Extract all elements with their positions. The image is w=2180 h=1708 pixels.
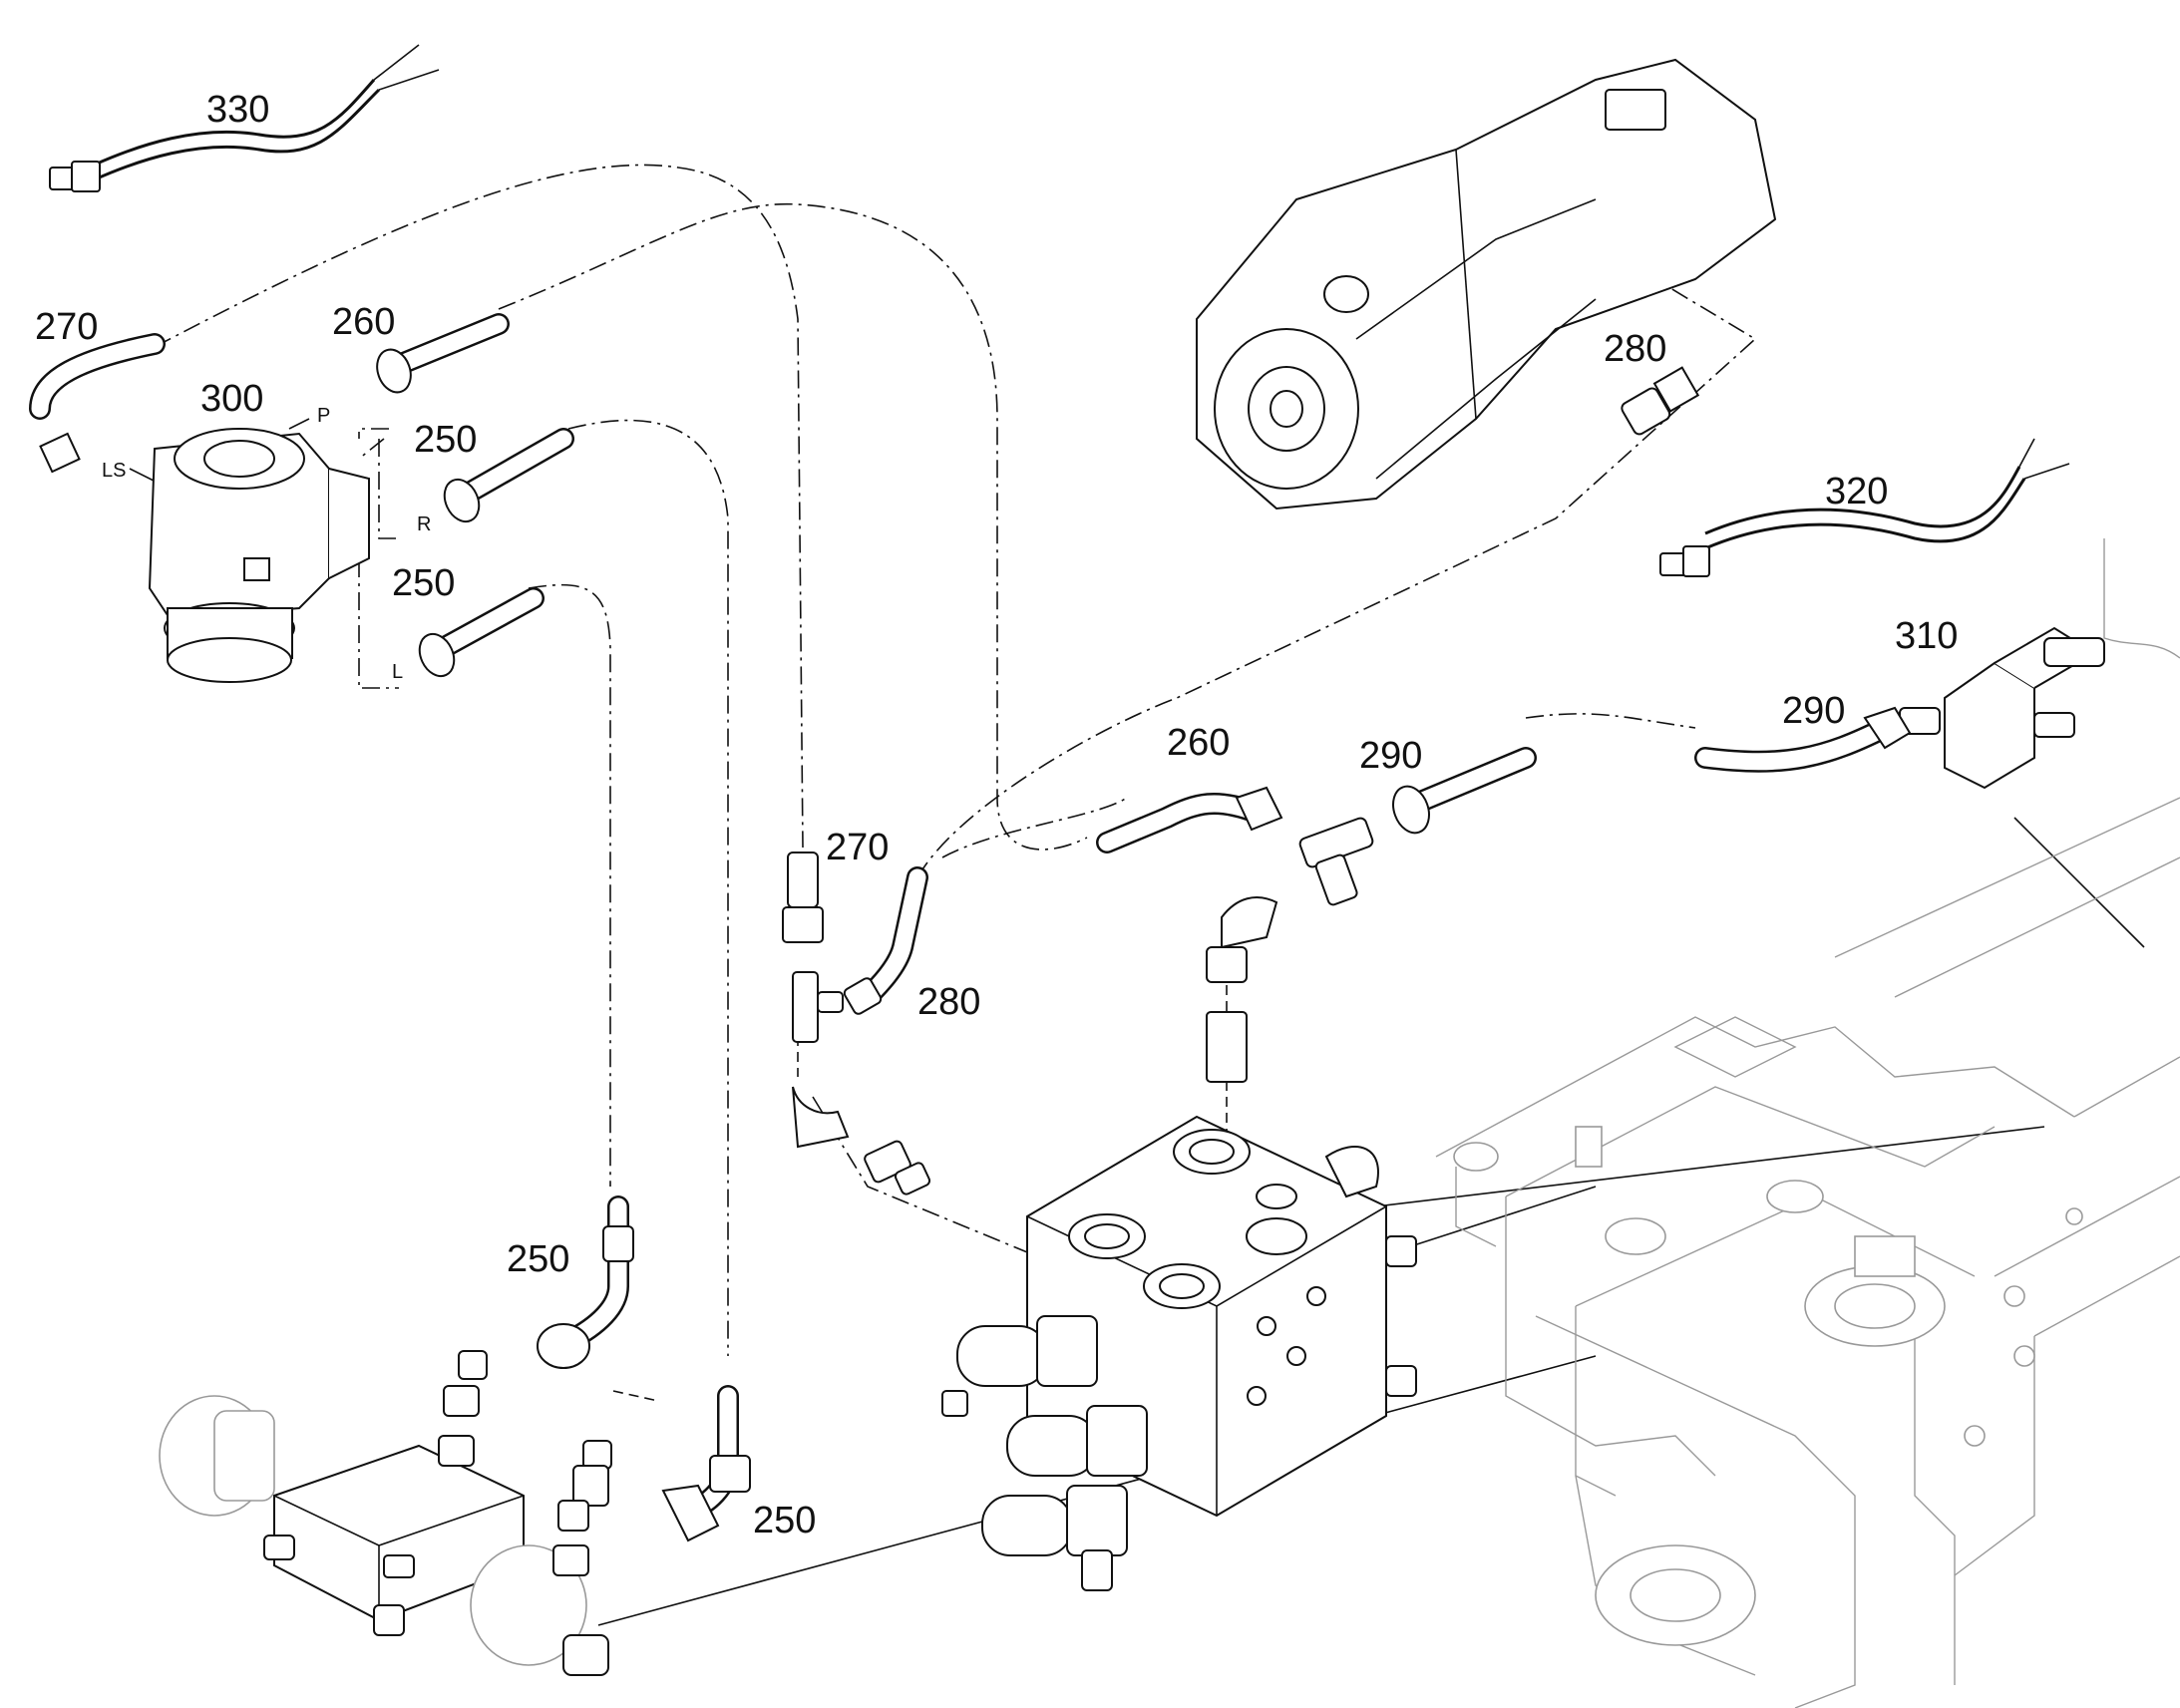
callout-300: 300 — [200, 378, 263, 420]
chassis-frame — [1435, 797, 2180, 1708]
wire-harness-320 — [1659, 438, 2070, 577]
tee-fitting-lower — [1206, 817, 1374, 1083]
callout-270-upper: 270 — [35, 306, 98, 348]
fitting-280-upper — [1621, 366, 1700, 436]
hose-260-upper — [376, 313, 510, 394]
accumulator-block — [159, 1395, 609, 1676]
solenoid-coils — [941, 1315, 1148, 1591]
callout-270-center: 270 — [826, 827, 889, 868]
port-labels: LS P R L — [102, 405, 431, 683]
fitting-270-center — [782, 852, 850, 1149]
callout-290-mid: 290 — [1359, 735, 1422, 777]
callout-320: 320 — [1825, 471, 1888, 512]
callout-250-l: 250 — [392, 562, 455, 604]
callout-250-lower-right: 250 — [753, 1500, 816, 1541]
callouts: 330 270 260 300 250 250 280 320 310 290 … — [35, 89, 1958, 1541]
callout-290-right: 290 — [1782, 690, 1845, 732]
port-label-ls: LS — [102, 460, 126, 482]
callout-310: 310 — [1895, 615, 1958, 657]
hose-250-lower-right — [661, 1385, 751, 1542]
port-label-p: P — [317, 405, 330, 427]
callout-280-upper: 280 — [1604, 328, 1666, 370]
callout-250-r: 250 — [414, 419, 477, 461]
hydraulic-pump — [1196, 58, 1777, 511]
wire-harness-330 — [49, 44, 440, 192]
hose-290-mid — [1392, 747, 1537, 835]
valve-block-310 — [1899, 538, 2180, 790]
fittings-lower-left — [438, 1350, 612, 1576]
hose-250-r — [443, 428, 574, 523]
fitting-center-lower — [864, 1140, 931, 1196]
hose-260-lower — [1096, 786, 1283, 854]
hose-270-upper — [29, 333, 166, 474]
port-label-l: L — [392, 661, 403, 683]
callout-260-lower: 260 — [1167, 722, 1230, 764]
hose-290-right — [1694, 706, 1912, 773]
steering-unit-300 — [148, 428, 370, 683]
callout-250-lower-left: 250 — [507, 1238, 569, 1280]
hose-250-lower-left — [537, 1196, 634, 1369]
port-label-r: R — [417, 513, 431, 535]
callout-260-upper: 260 — [332, 301, 395, 343]
callout-280-center: 280 — [917, 981, 980, 1023]
hose-250-l — [418, 587, 545, 678]
hose-280-center — [843, 866, 928, 1015]
callout-330: 330 — [206, 89, 269, 131]
